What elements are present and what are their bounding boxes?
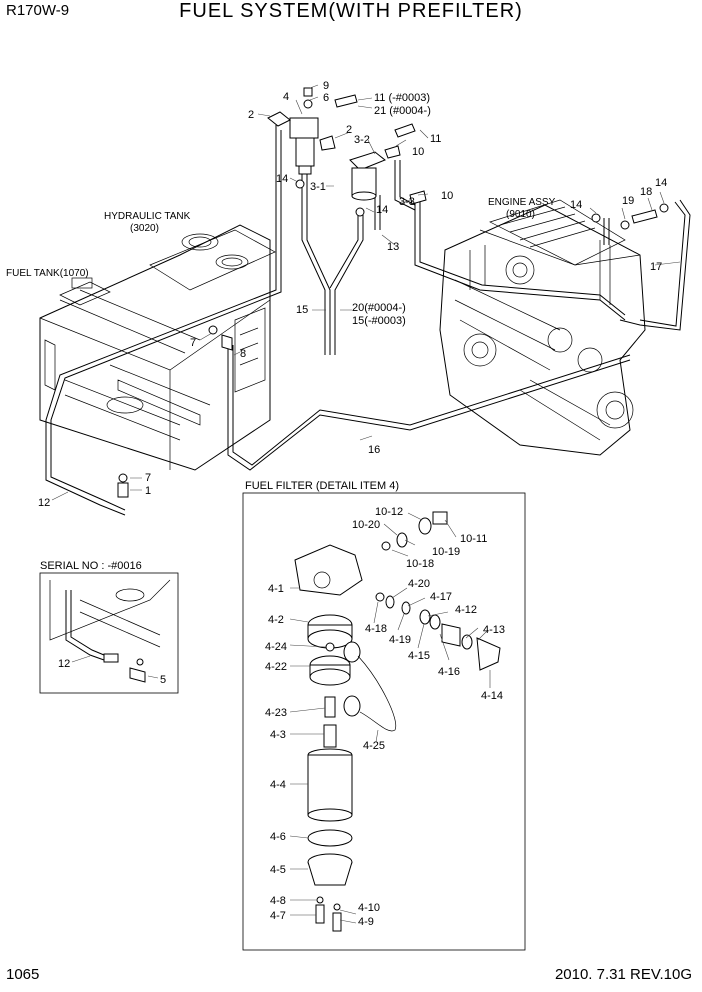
assembly-labels: HYDRAULIC TANK (3020) FUEL TANK(1070) EN… (6, 197, 556, 279)
page-title: FUEL SYSTEM(WITH PREFILTER) (179, 0, 523, 22)
engine-assy-label: ENGINE ASSY (488, 197, 556, 208)
detail-callout-4-12: 4-12 (455, 604, 477, 616)
detail-callout-4-17: 4-17 (430, 591, 452, 603)
callout-3-1: 3-1 (310, 181, 326, 193)
detail-callout-4-8: 4-8 (270, 895, 286, 907)
callout-20: 20(#0004-) (352, 302, 406, 314)
callout-1: 1 (145, 485, 151, 497)
fuel-filter-detail: FUEL FILTER (DETAIL ITEM 4) (242, 480, 526, 951)
detail-callout-4-6: 4-6 (270, 831, 286, 843)
detail-callout-4-16: 4-16 (438, 666, 460, 678)
detail-callout-4-15: 4-15 (408, 650, 430, 662)
callout-2-b: 2 (346, 124, 352, 136)
detail-callout-4-1: 4-1 (268, 583, 284, 595)
main-callouts: 9 4 6 11 (-#0003) 21 (#0004-) 2 2 3-2 11… (38, 80, 667, 509)
callout-4: 4 (283, 91, 289, 103)
callout-10-b: 10 (441, 190, 453, 202)
detail-callout-10-20: 10-20 (352, 519, 380, 531)
hydraulic-tank-label: HYDRAULIC TANK (104, 211, 191, 222)
detail-callout-4-18: 4-18 (365, 623, 387, 635)
callout-19: 19 (622, 195, 634, 207)
detail-callout-4-4: 4-4 (270, 779, 286, 791)
callout-14-a: 14 (276, 173, 288, 185)
callout-10-a: 10 (412, 146, 424, 158)
prefilter-assembly (267, 87, 427, 217)
callout-2-a: 2 (248, 109, 254, 121)
fuel-tank-label: FUEL TANK(1070) (6, 268, 89, 279)
callout-17: 17 (650, 261, 662, 273)
callout-11-a: 11 (-#0003) (374, 92, 430, 104)
detail-callout-4-10: 4-10 (358, 902, 380, 914)
callout-21: 21 (#0004-) (374, 105, 431, 117)
page-number: 1065 (6, 966, 40, 983)
detail-callout-4-19: 4-19 (389, 634, 411, 646)
callout-8: 8 (240, 348, 246, 360)
detail-callout-4-9: 4-9 (358, 916, 374, 928)
detail-callout-10-12: 10-12 (375, 506, 403, 518)
serial-no-title: SERIAL NO : -#0016 (40, 560, 142, 572)
callout-15-b: 15(-#0003) (352, 315, 406, 327)
detail-callout-4-13: 4-13 (483, 624, 505, 636)
callout-18: 18 (640, 186, 652, 198)
callout-5: 5 (160, 674, 166, 686)
revision-date: 2010. 7.31 REV.10G (554, 966, 692, 983)
detail-callout-4-23: 4-23 (265, 707, 287, 719)
leader-lines (51, 84, 681, 501)
callout-9: 9 (323, 80, 329, 92)
fittings (117, 203, 669, 498)
serial-no-inset: SERIAL NO : -#0016 12 5 (39, 560, 179, 694)
callout-15: 15 (296, 304, 308, 316)
detail-callout-4-24: 4-24 (265, 641, 287, 653)
callout-14-d: 14 (655, 177, 667, 189)
fuel-tank-drawing (39, 224, 276, 471)
detail-callout-10-11: 10-11 (460, 533, 487, 545)
model-code: R170W-9 (6, 2, 70, 19)
callout-14-b: 14 (376, 204, 388, 216)
callout-3-3: 3-3 (399, 196, 415, 208)
detail-callout-4-2: 4-2 (268, 614, 284, 626)
fuel-lines (45, 125, 691, 516)
detail-callout-4-14: 4-14 (481, 690, 503, 702)
detail-callout-10-18: 10-18 (406, 558, 434, 570)
detail-callout-4-3: 4-3 (270, 729, 286, 741)
callout-14-c: 14 (570, 199, 582, 211)
detail-callout-4-20: 4-20 (408, 578, 430, 590)
callout-13: 13 (387, 241, 399, 253)
hydraulic-tank-ref: (3020) (130, 223, 159, 234)
detail-box-title: FUEL FILTER (DETAIL ITEM 4) (245, 480, 399, 492)
callout-11-b: 11 (430, 133, 441, 145)
callout-12-a: 12 (38, 497, 50, 509)
callout-16: 16 (368, 444, 380, 456)
callout-7-a: 7 (190, 337, 196, 349)
callout-3-2: 3-2 (354, 134, 370, 146)
engine-drawing (439, 199, 646, 456)
detail-callout-4-22: 4-22 (265, 661, 287, 673)
detail-callout-4-7: 4-7 (270, 910, 286, 922)
detail-callout-4-25: 4-25 (363, 740, 385, 752)
callout-12-b: 12 (58, 658, 70, 670)
detail-callout-10-19: 10-19 (432, 546, 460, 558)
detail-callout-4-5: 4-5 (270, 864, 286, 876)
callout-7-b: 7 (145, 472, 151, 484)
callout-6: 6 (323, 92, 329, 104)
engine-assy-ref: (9010) (506, 209, 535, 220)
